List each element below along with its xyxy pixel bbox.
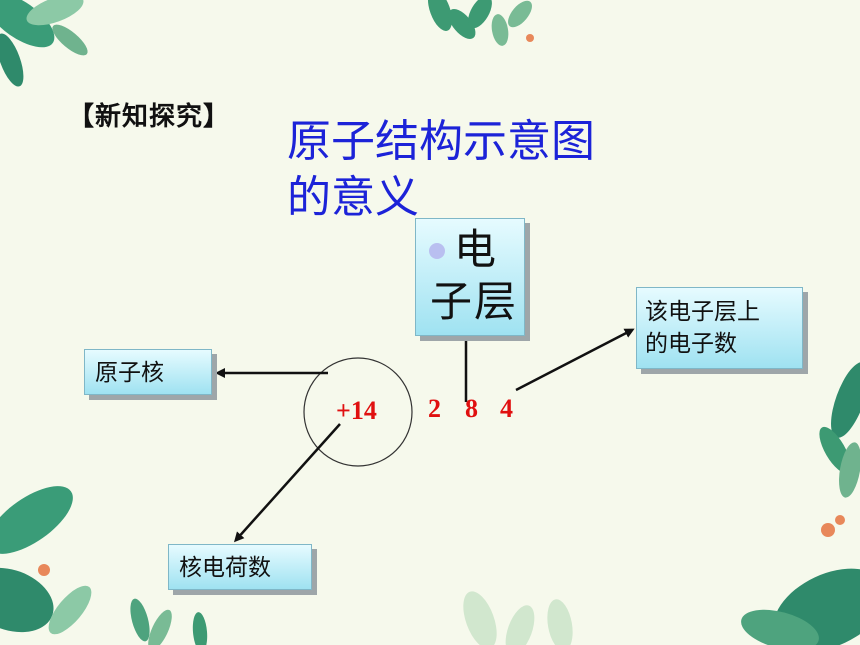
slide-title: 原子结构示意图 的意义 xyxy=(287,114,647,226)
shell-2-electrons: 8 xyxy=(465,394,478,423)
electron-count-line-2: 的电子数 xyxy=(645,331,737,357)
title-line-1: 原子结构示意图 xyxy=(287,116,595,167)
nucleus-charge-value: +14 xyxy=(336,396,377,425)
bullet-icon xyxy=(429,243,445,259)
shell-1-electrons: 2 xyxy=(428,394,441,423)
top-fern xyxy=(427,0,534,46)
electron-shell-label: 电 子层 xyxy=(415,218,525,336)
section-tag: 【新知探究】 xyxy=(68,102,231,132)
right-leaves xyxy=(741,362,860,645)
bottom-faint-leaves xyxy=(463,591,573,645)
electron-count-label: 该电子层上 的电子数 xyxy=(636,287,803,369)
shell-label-line-2: 子层 xyxy=(430,277,519,326)
top-left-leaves xyxy=(0,0,88,87)
nuclear-charge-label: 核电荷数 xyxy=(168,544,312,590)
bottom-left-leaves xyxy=(0,486,208,645)
electron-count-line-1: 该电子层上 xyxy=(645,299,760,325)
shell-3-electrons: 4 xyxy=(500,394,513,423)
nucleus-label: 原子核 xyxy=(84,349,212,395)
title-line-2: 的意义 xyxy=(287,172,419,223)
shell-label-line-1: 电 xyxy=(454,225,497,274)
